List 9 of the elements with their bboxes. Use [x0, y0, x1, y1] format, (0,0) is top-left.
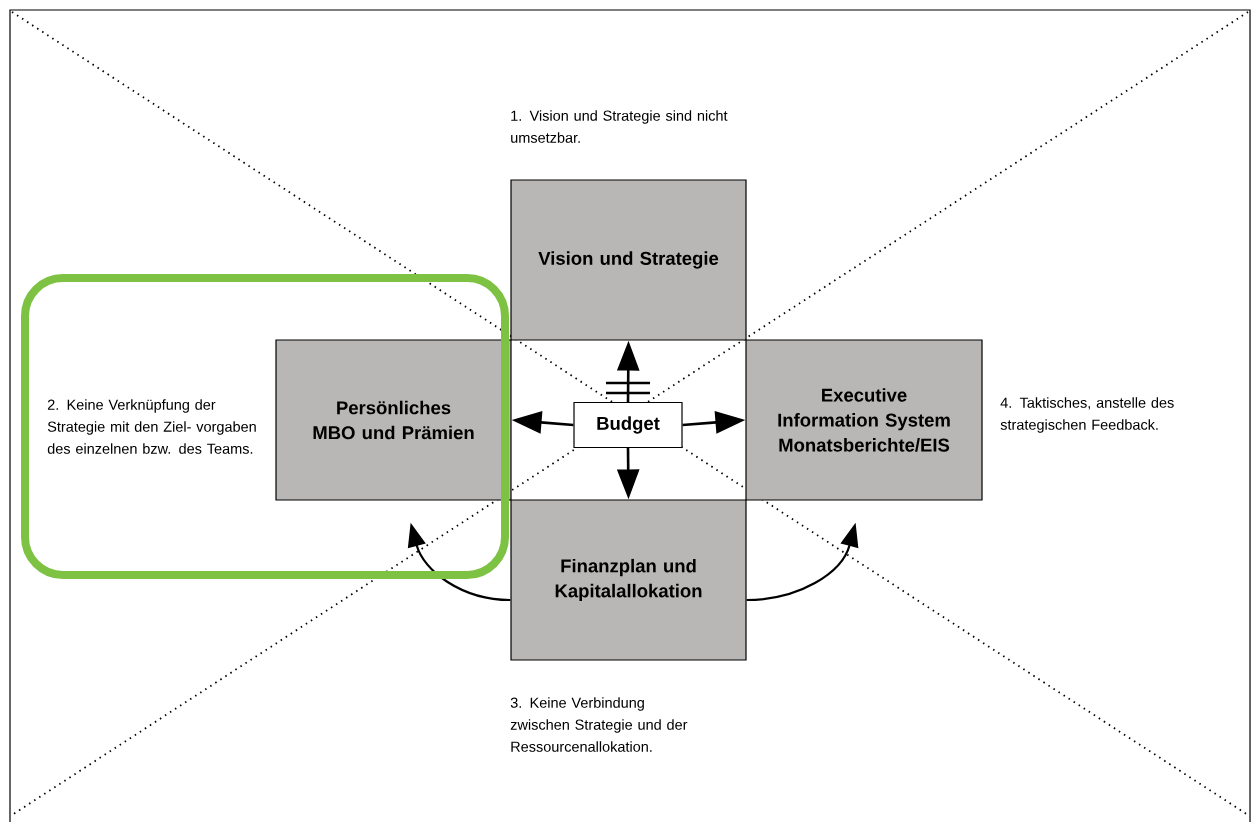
annotation-text: 1. Vision und Strategie sind nicht umsetzbar.	[511, 110, 728, 143]
annotation-text: 2. Keine Verknüpfung der Strategie mit den Ziel- vorgaben des einzelnen bzw. des Teams.	[47, 399, 256, 454]
process-box: Persönliches MBO und Prämien	[275, 339, 512, 501]
annotation-text: 3. Keine Verbindung zwischen Strategie und der Ressourcenallokation.	[510, 697, 688, 752]
process-box: Executive Information System Monatsberichte/EIS	[745, 339, 983, 501]
process-box: Finanzplan und Kapitalallokation	[510, 499, 747, 661]
budget-box: Budget	[573, 401, 683, 449]
process-box: Vision und Strategie	[510, 179, 747, 341]
annotation-text: 4. Taktisches, anstelle des strategischen Feedback.	[1000, 397, 1174, 433]
